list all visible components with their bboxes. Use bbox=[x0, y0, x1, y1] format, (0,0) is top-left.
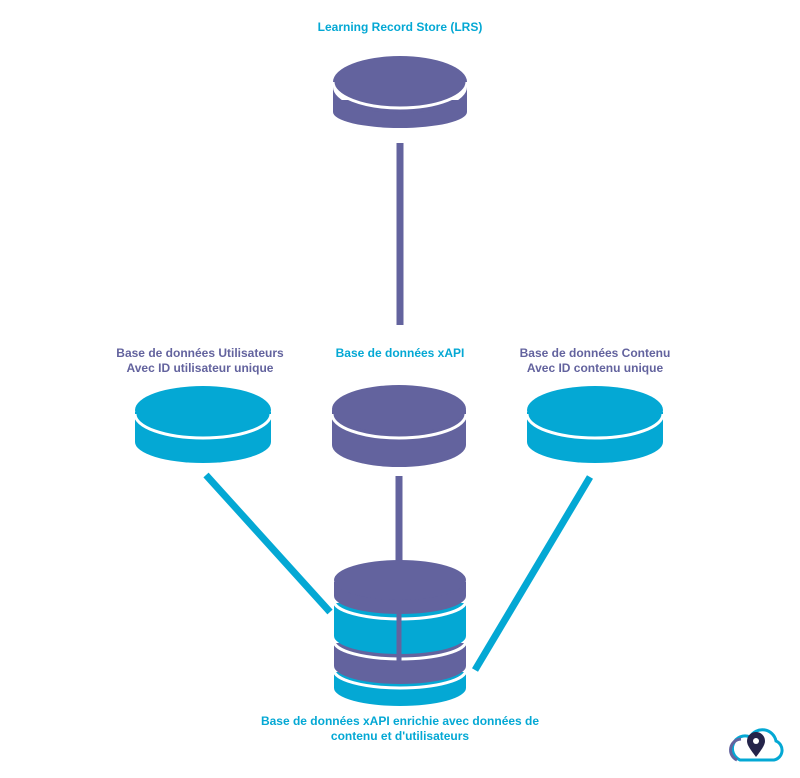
lrs-label: Learning Record Store (LRS) bbox=[317, 20, 483, 34]
cloud-location-pin-icon bbox=[729, 728, 784, 762]
xapi-database-icon bbox=[330, 385, 468, 467]
connector-content-enriched bbox=[471, 475, 594, 672]
content-db-label: Base de données Contenu Avec ID contenu … bbox=[519, 346, 671, 375]
enriched-db-label: Base de données xAPI enrichie avec donné… bbox=[260, 714, 540, 743]
users-db-label: Base de données Utilisateurs Avec ID uti… bbox=[116, 346, 284, 375]
xapi-db-label: Base de données xAPI bbox=[335, 346, 465, 360]
lrs-database-icon bbox=[331, 56, 469, 128]
content-database-icon bbox=[525, 386, 665, 463]
users-database-icon bbox=[133, 386, 273, 463]
connector-users-enriched bbox=[203, 472, 333, 615]
enriched-database-icon bbox=[332, 560, 468, 706]
